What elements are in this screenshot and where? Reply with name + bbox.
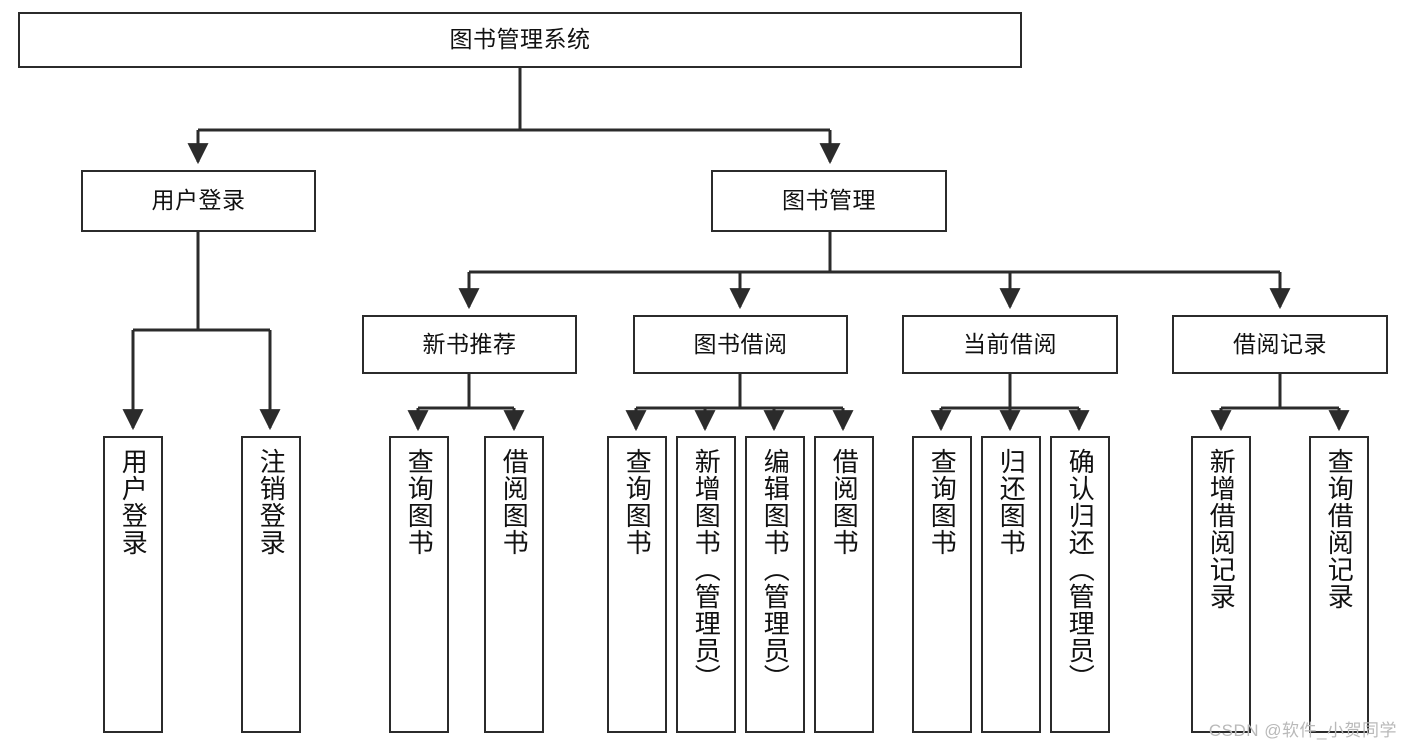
node-root-label: 图书管理系统	[449, 26, 591, 53]
leaf-query-book-3-label: 查询图书	[927, 448, 958, 556]
leaf-edit-book-label: 编辑图书（管理员）	[760, 448, 791, 691]
node-book-management[interactable]: 图书管理	[711, 170, 947, 232]
leaf-user-login-label: 用户登录	[118, 448, 149, 556]
leaf-query-book-2-label: 查询图书	[622, 448, 653, 556]
leaf-user-logout-label: 注销登录	[256, 448, 287, 556]
leaf-query-book-1[interactable]: 查询图书	[389, 436, 449, 733]
leaf-query-book-1-label: 查询图书	[404, 448, 435, 556]
leaf-query-record-label: 查询借阅记录	[1324, 448, 1355, 610]
leaf-query-book-3[interactable]: 查询图书	[912, 436, 972, 733]
node-book-borrow[interactable]: 图书借阅	[633, 315, 848, 374]
node-user-login[interactable]: 用户登录	[81, 170, 316, 232]
leaf-add-book-label: 新增图书（管理员）	[691, 448, 722, 691]
leaf-borrow-book-2-label: 借阅图书	[829, 448, 860, 556]
leaf-query-book-2[interactable]: 查询图书	[607, 436, 667, 733]
leaf-borrow-book-1-label: 借阅图书	[499, 448, 530, 556]
node-root[interactable]: 图书管理系统	[18, 12, 1022, 68]
leaf-return-book[interactable]: 归还图书	[981, 436, 1041, 733]
node-borrow-record[interactable]: 借阅记录	[1172, 315, 1388, 374]
leaf-add-record-label: 新增借阅记录	[1206, 448, 1237, 610]
node-borrow-record-label: 借阅记录	[1233, 330, 1327, 357]
node-user-login-label: 用户登录	[151, 187, 246, 214]
leaf-borrow-book-2[interactable]: 借阅图书	[814, 436, 874, 733]
leaf-user-login[interactable]: 用户登录	[103, 436, 163, 733]
node-new-book-recommend[interactable]: 新书推荐	[362, 315, 577, 374]
leaf-confirm-return-label: 确认归还（管理员）	[1065, 448, 1096, 691]
leaf-edit-book[interactable]: 编辑图书（管理员）	[745, 436, 805, 733]
leaf-user-logout[interactable]: 注销登录	[241, 436, 301, 733]
leaf-add-book[interactable]: 新增图书（管理员）	[676, 436, 736, 733]
leaf-query-record[interactable]: 查询借阅记录	[1309, 436, 1369, 733]
node-new-book-recommend-label: 新书推荐	[422, 330, 517, 357]
node-current-borrow[interactable]: 当前借阅	[902, 315, 1118, 374]
leaf-add-record[interactable]: 新增借阅记录	[1191, 436, 1251, 733]
leaf-confirm-return[interactable]: 确认归还（管理员）	[1050, 436, 1110, 733]
leaf-return-book-label: 归还图书	[996, 448, 1027, 556]
node-book-management-label: 图书管理	[782, 187, 876, 214]
leaf-borrow-book-1[interactable]: 借阅图书	[484, 436, 544, 733]
node-current-borrow-label: 当前借阅	[963, 330, 1057, 357]
node-book-borrow-label: 图书借阅	[693, 330, 788, 357]
